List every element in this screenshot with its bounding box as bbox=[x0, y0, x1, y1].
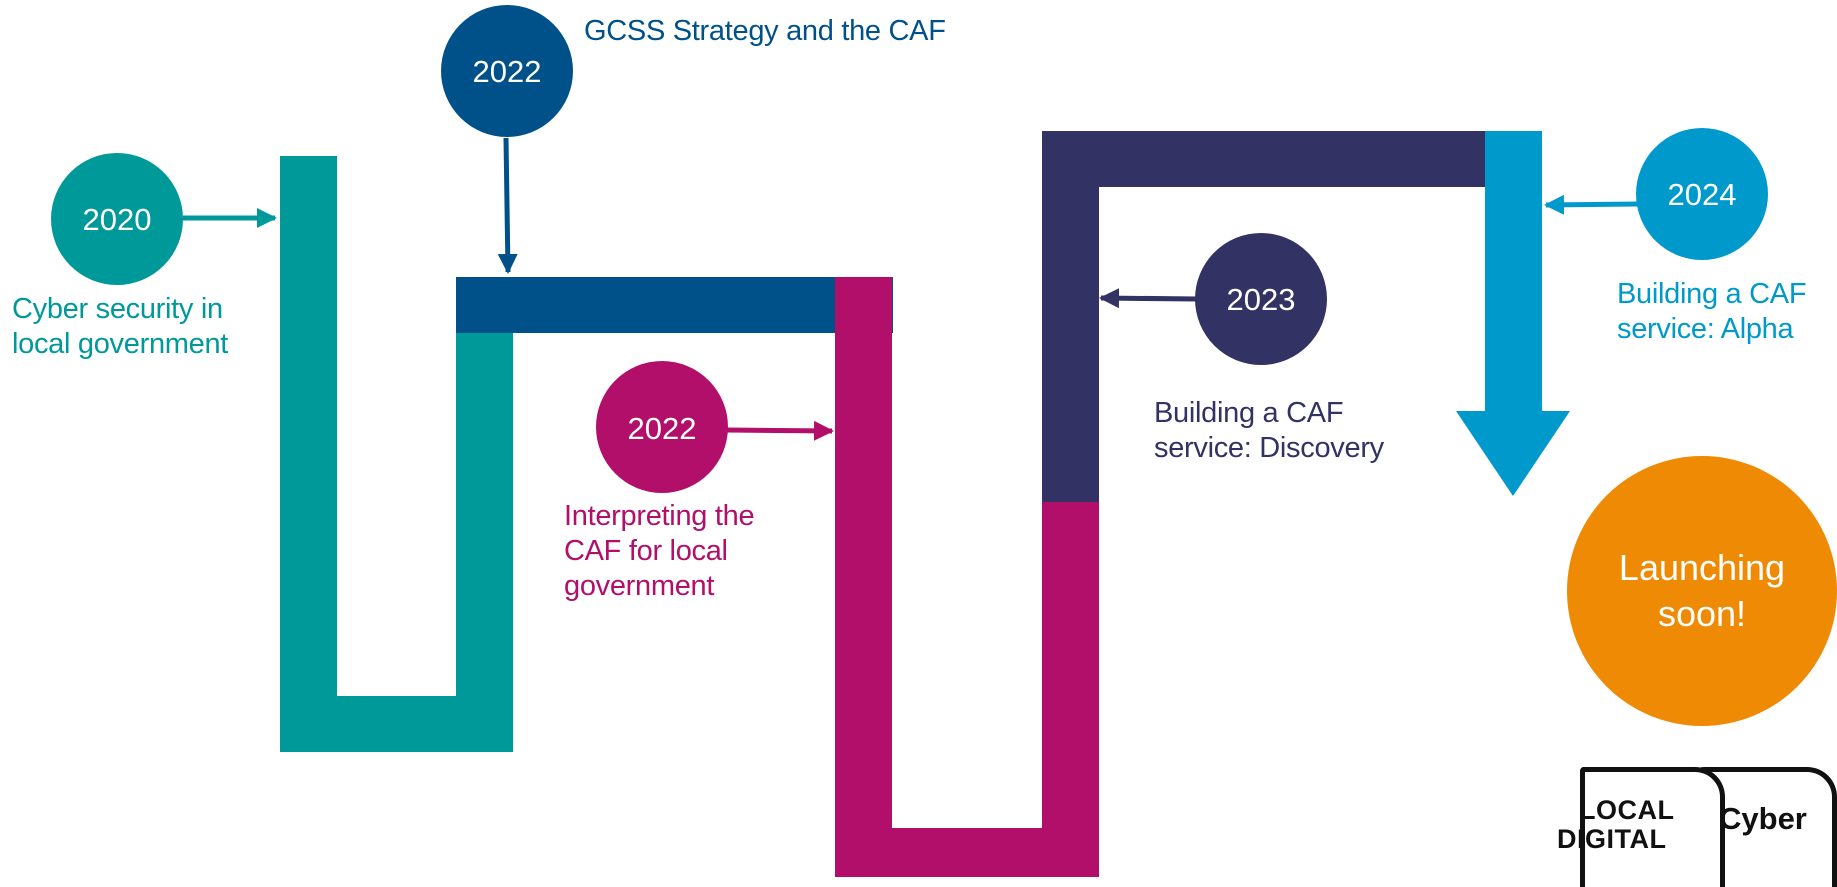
milestone-caption-2020: Cyber security in local government bbox=[12, 292, 228, 362]
caption-line: service: Alpha bbox=[1617, 313, 1794, 345]
launch-text: Launching soon! bbox=[1618, 547, 1786, 634]
path-segment-2022-interpreting bbox=[835, 277, 1099, 877]
caption-line: government bbox=[564, 570, 715, 602]
caption-line: local government bbox=[12, 328, 229, 360]
milestone-year-2023: 2023 bbox=[1227, 282, 1296, 317]
milestone-circle-2023: 2023 bbox=[1195, 233, 1327, 365]
caption-line: CAF for local bbox=[564, 535, 728, 567]
launch-circle: Launching soon! bbox=[1567, 456, 1837, 726]
milestone-caption-2022-strategy: GCSS Strategy and the CAF bbox=[584, 14, 946, 49]
arrow-2022-strategy bbox=[497, 137, 518, 274]
milestone-year-2022-interpreting: 2022 bbox=[628, 411, 697, 446]
arrow-2022-interpreting bbox=[726, 420, 834, 441]
caption-line: Interpreting the bbox=[564, 500, 755, 532]
milestone-circle-2024: 2024 bbox=[1636, 128, 1768, 260]
local-digital-cyber-logo: LOCAL DIGITAL Cyber bbox=[1557, 765, 1837, 887]
milestone-year-2024: 2024 bbox=[1668, 177, 1737, 212]
milestone-year-2020: 2020 bbox=[83, 202, 152, 237]
path-segment-2022-strategy bbox=[456, 277, 893, 333]
caption-line: GCSS Strategy and the CAF bbox=[584, 15, 946, 47]
milestone-caption-2024: Building a CAF service: Alpha bbox=[1617, 277, 1807, 347]
caption-line: Building a CAF bbox=[1617, 278, 1807, 310]
path-segment-2020 bbox=[280, 156, 513, 752]
milestone-circle-2022-interpreting: 2022 bbox=[596, 361, 728, 493]
milestone-circle-2020: 2020 bbox=[51, 153, 183, 285]
arrow-2023 bbox=[1099, 288, 1198, 309]
logo-outline-left bbox=[1580, 767, 1725, 887]
milestone-year-2022-strategy: 2022 bbox=[473, 54, 542, 89]
arrow-2024 bbox=[1544, 194, 1639, 215]
caption-line: service: Discovery bbox=[1154, 432, 1384, 464]
milestone-circle-2022-strategy: 2022 bbox=[441, 5, 573, 137]
logo-word-digital: DIGITAL bbox=[1557, 824, 1667, 854]
path-arrow-2024 bbox=[1456, 131, 1570, 496]
logo-word-cyber: Cyber bbox=[1719, 801, 1807, 836]
milestone-caption-2023: Building a CAF service: Discovery bbox=[1154, 396, 1384, 466]
milestone-caption-2022-interpreting: Interpreting the CAF for local governmen… bbox=[564, 499, 755, 604]
logo-word-local: LOCAL bbox=[1579, 795, 1675, 825]
caption-line: Cyber security in bbox=[12, 293, 223, 325]
path-segment-2023 bbox=[1042, 131, 1487, 502]
caption-line: Building a CAF bbox=[1154, 397, 1344, 429]
